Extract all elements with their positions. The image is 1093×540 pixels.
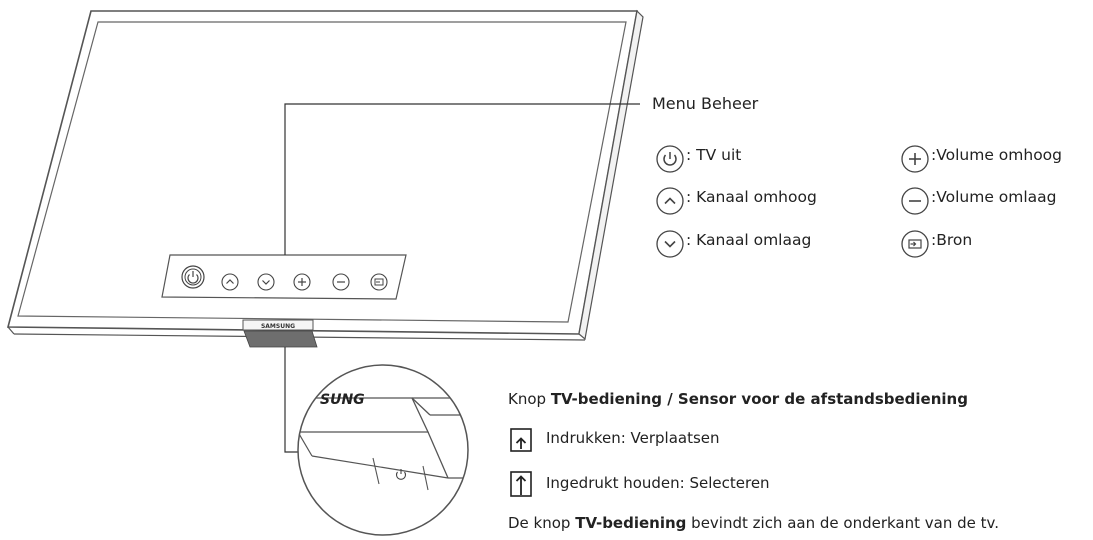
note-prefix: De knop: [508, 514, 576, 532]
power-icon: [656, 145, 684, 173]
minus-icon: [901, 187, 929, 215]
menu-leader-line: [284, 103, 640, 255]
zoom-detail: SUNG: [298, 365, 468, 535]
press-label: Indrukken: Verplaatsen: [546, 429, 720, 447]
note-bold: TV-bediening: [575, 514, 687, 532]
note-suffix: bevindt zich aan de onderkant van de tv.: [686, 514, 999, 532]
panel-source-icon: [370, 273, 388, 291]
control-note: De knop TV-bediening bevindt zich aan de…: [508, 514, 999, 532]
tv-frame-side: [578, 9, 644, 341]
tv-logo-block: [242, 319, 314, 331]
legend-channel-down: : Kanaal omlaag: [686, 231, 812, 249]
legend-tv-off: : TV uit: [686, 146, 742, 164]
panel-minus-icon: [332, 273, 350, 291]
tv-brand-logo: SAMSUNG: [261, 323, 295, 330]
control-heading-prefix: Knop: [508, 390, 551, 408]
zoom-brand-logo: SUNG: [320, 392, 365, 408]
legend-source: :Bron: [931, 231, 973, 249]
tv-sensor-shade: [243, 330, 318, 348]
tv-screen: [17, 21, 627, 323]
hold-icon: [510, 471, 532, 497]
legend-volume-down: :Volume omlaag: [931, 188, 1057, 206]
control-heading-bold: TV-bediening / Sensor voor de afstandsbe…: [550, 390, 968, 408]
sensor-power-icon: [395, 469, 407, 480]
press-icon: [510, 428, 532, 452]
plus-icon: [901, 145, 929, 173]
legend-channel-up: : Kanaal omhoog: [686, 188, 817, 206]
hold-label: Ingedrukt houden: Selecteren: [546, 474, 770, 492]
legend-volume-up: :Volume omhoog: [931, 146, 1063, 164]
panel-plus-icon: [293, 273, 311, 291]
control-heading: Knop TV-bediening / Sensor voor de afsta…: [508, 390, 968, 408]
panel-power-icon: [181, 265, 205, 289]
chevron-down-icon: [656, 230, 684, 258]
source-icon: [901, 230, 929, 258]
chevron-up-icon: [656, 187, 684, 215]
panel-chevron-up-icon: [221, 273, 239, 291]
menu-title: Menu Beheer: [652, 94, 759, 113]
panel-chevron-down-icon: [257, 273, 275, 291]
control-panel: [161, 254, 407, 300]
